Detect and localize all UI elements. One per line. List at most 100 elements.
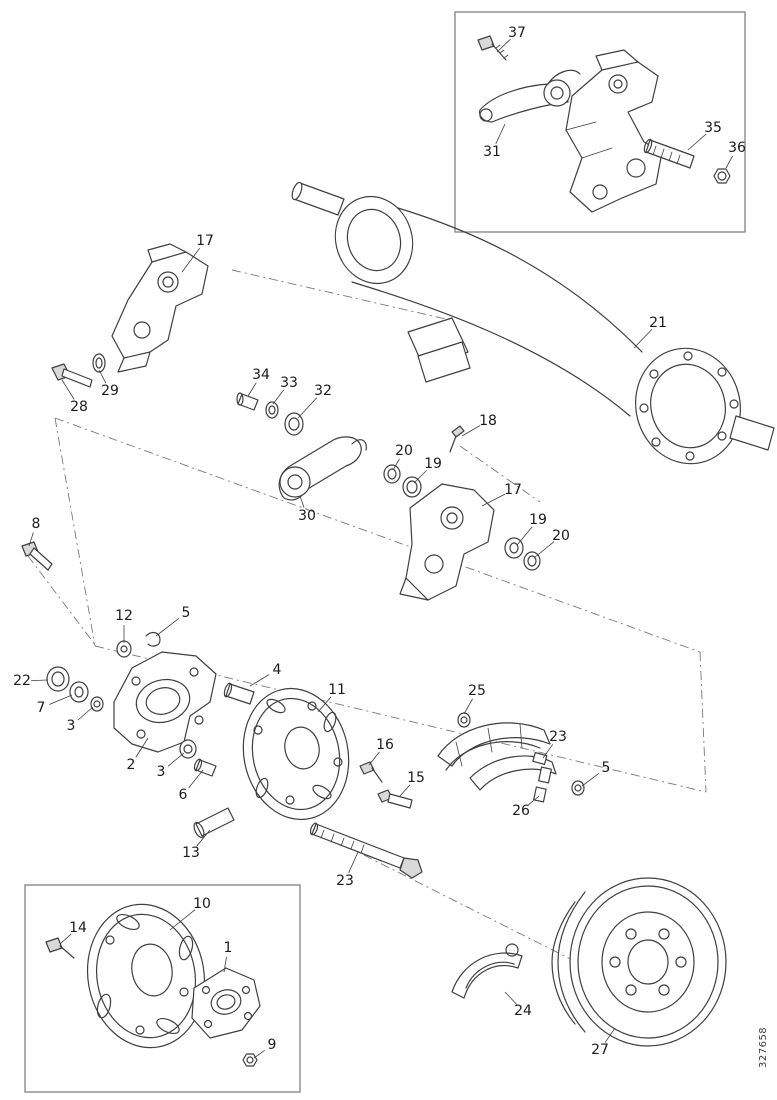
part-callout: 22 bbox=[13, 673, 31, 689]
callout-leader bbox=[49, 694, 73, 705]
callout-leader bbox=[495, 123, 506, 145]
callout-leader bbox=[167, 752, 185, 767]
grommet-12 bbox=[116, 640, 132, 658]
part-callout: 18 bbox=[479, 413, 497, 429]
inset-lever-arm-31 bbox=[479, 69, 581, 123]
callout-leader bbox=[317, 696, 332, 713]
part-callout: 21 bbox=[649, 315, 667, 331]
callout-leader bbox=[77, 706, 94, 721]
callout-leader bbox=[504, 991, 518, 1005]
callout-leader bbox=[461, 425, 481, 437]
axle-housing bbox=[291, 181, 775, 465]
inset-nut-36 bbox=[713, 168, 731, 184]
part-callout: 16 bbox=[376, 737, 394, 753]
brake-drum-27 bbox=[551, 877, 727, 1047]
part-callout: 33 bbox=[280, 375, 298, 391]
part-callout: 12 bbox=[115, 608, 133, 624]
callout-leader bbox=[463, 698, 473, 715]
callout-leader bbox=[496, 38, 511, 53]
part-callout: 25 bbox=[468, 683, 486, 699]
part-callout: 3 bbox=[157, 764, 166, 780]
part-callout: 11 bbox=[328, 682, 346, 698]
inset-box-top bbox=[454, 11, 746, 233]
part-callout: 26 bbox=[512, 803, 530, 819]
construction-lines bbox=[27, 269, 707, 999]
callout-leader bbox=[633, 329, 653, 349]
part-callout: 9 bbox=[268, 1037, 277, 1053]
part-callout: 29 bbox=[101, 383, 119, 399]
part-callout: 20 bbox=[552, 528, 570, 544]
inset-knuckle-bracket bbox=[565, 49, 663, 213]
callout-leader bbox=[59, 933, 72, 945]
callout-leader bbox=[135, 737, 149, 758]
inset-bolt-37 bbox=[477, 35, 509, 61]
washers-19-20-left bbox=[383, 464, 422, 498]
part-callout: 5 bbox=[602, 760, 611, 776]
callout-leader bbox=[348, 851, 359, 873]
callout-leader bbox=[247, 382, 257, 397]
callout-leader bbox=[249, 674, 270, 687]
callout-leader bbox=[169, 909, 196, 931]
pin-18 bbox=[449, 425, 465, 453]
clip-5-left bbox=[145, 631, 161, 647]
part-callout: 30 bbox=[298, 508, 316, 524]
inset-backing-plate-10 bbox=[86, 903, 206, 1049]
bolt-16 bbox=[359, 761, 383, 783]
part-callout: 23 bbox=[549, 729, 567, 745]
bolt-15 bbox=[377, 789, 413, 809]
bushings-32-33-34 bbox=[236, 392, 304, 436]
callout-leader bbox=[181, 247, 200, 273]
callout-leader bbox=[481, 493, 506, 507]
part-callout: 19 bbox=[424, 456, 442, 472]
part-callout: 28 bbox=[70, 399, 88, 415]
part-callout: 15 bbox=[407, 770, 425, 786]
callout-leader bbox=[581, 773, 600, 787]
callout-leader bbox=[687, 133, 707, 151]
pin-4 bbox=[223, 682, 255, 705]
washers-19-20-right bbox=[504, 537, 541, 571]
callout-leader bbox=[297, 397, 318, 419]
strap-24 bbox=[451, 943, 523, 999]
callout-leader bbox=[392, 458, 400, 471]
callout-leader bbox=[28, 532, 34, 547]
callout-leader bbox=[196, 829, 211, 847]
part-callout: 19 bbox=[529, 512, 547, 528]
part-callout: 10 bbox=[193, 896, 211, 912]
callout-leader bbox=[253, 1049, 265, 1059]
part-callout: 2 bbox=[127, 757, 136, 773]
callout-leader bbox=[542, 744, 554, 759]
figure-number: 327658 bbox=[758, 1027, 769, 1068]
callout-leader bbox=[516, 526, 533, 546]
part-callout: 27 bbox=[591, 1042, 609, 1058]
camshaft-bracket-upper bbox=[111, 243, 209, 373]
seals-22-7-3 bbox=[46, 666, 104, 712]
inset-stud-35 bbox=[643, 138, 695, 169]
callout-leader bbox=[527, 795, 540, 806]
callout-leader bbox=[399, 784, 411, 797]
part-callout: 7 bbox=[37, 700, 46, 716]
brake-shoe-assembly bbox=[437, 712, 585, 803]
camshaft-lever-30 bbox=[278, 436, 367, 501]
camshaft-bracket-right bbox=[399, 483, 495, 601]
inset-nut-9 bbox=[242, 1053, 258, 1067]
part-callout: 35 bbox=[704, 120, 722, 136]
part-callout: 23 bbox=[336, 873, 354, 889]
part-callout: 1 bbox=[224, 940, 233, 956]
part-callout: 24 bbox=[514, 1003, 532, 1019]
part-callout: 13 bbox=[182, 845, 200, 861]
part-callout: 17 bbox=[196, 233, 214, 249]
callout-leader bbox=[223, 956, 227, 973]
callout-leader bbox=[368, 751, 380, 766]
inset-box-bottom bbox=[24, 884, 301, 1093]
part-callout: 3 bbox=[67, 718, 76, 734]
part-callout: 14 bbox=[69, 920, 87, 936]
pin-13 bbox=[193, 807, 235, 839]
part-callout: 8 bbox=[32, 516, 41, 532]
part-callout: 6 bbox=[179, 787, 188, 803]
rollers-3-6 bbox=[179, 739, 217, 777]
bolt-8 bbox=[21, 541, 53, 571]
anchor-bracket-2 bbox=[113, 651, 217, 753]
